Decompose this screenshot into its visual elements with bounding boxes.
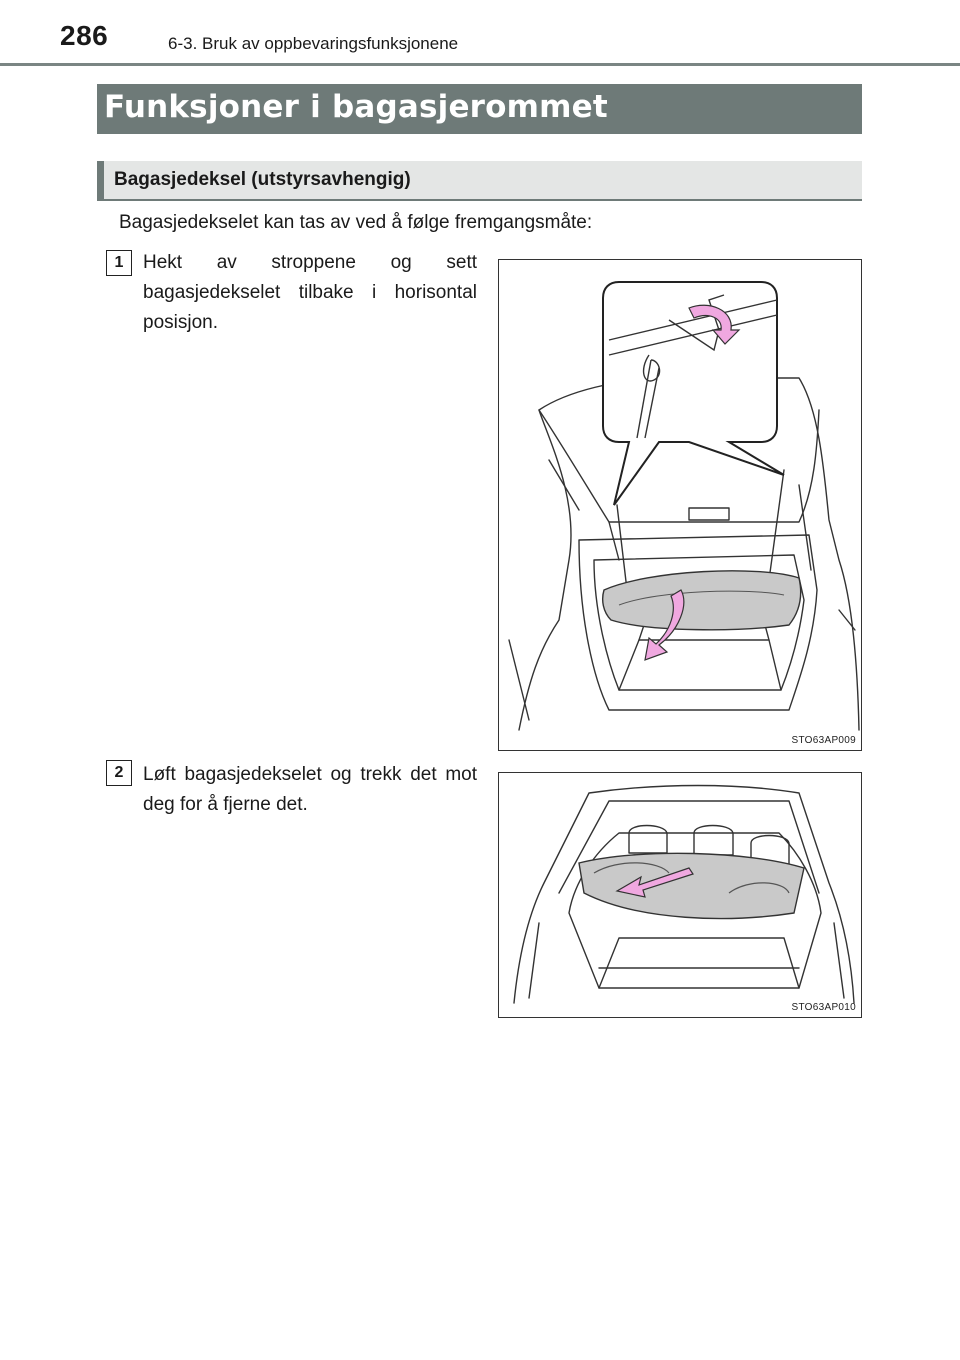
figure-step-2: STO63AP010 xyxy=(498,772,862,1018)
step-text: Hekt av stroppene og sett bagasjedeksele… xyxy=(143,252,477,333)
page-number: 286 xyxy=(60,20,109,51)
figure-step-1: STO63AP009 xyxy=(498,259,862,751)
subheading-bar: Bagasjedeksel (utstyrsavhengig) xyxy=(97,161,862,201)
step-number-badge: 2 xyxy=(106,760,132,786)
figure-code: STO63AP010 xyxy=(791,1002,856,1013)
header-divider xyxy=(0,63,960,66)
subheading: Bagasjedeksel (utstyrsavhengig) xyxy=(114,169,411,190)
subheading-accent xyxy=(97,161,104,199)
tonneau-cover-removal-icon xyxy=(513,784,855,1004)
intro-text: Bagasjedekselet kan tas av ved å følge f… xyxy=(119,212,593,233)
step-number-badge: 1 xyxy=(106,250,132,276)
tonneau-cover-strap-icon xyxy=(508,281,860,731)
section-title-bar: Funksjoner i bagasjerommet xyxy=(97,84,862,134)
chapter-title: 6-3. Bruk av oppbevaringsfunksjonene xyxy=(168,34,459,53)
page-header: 286 6-3. Bruk av oppbevaringsfunksjonene xyxy=(0,0,960,66)
section-title: Funksjoner i bagasjerommet xyxy=(104,89,608,125)
step-text: Løft bagasjedekselet og trekk det mot de… xyxy=(143,764,477,815)
figure-code: STO63AP009 xyxy=(791,735,856,746)
